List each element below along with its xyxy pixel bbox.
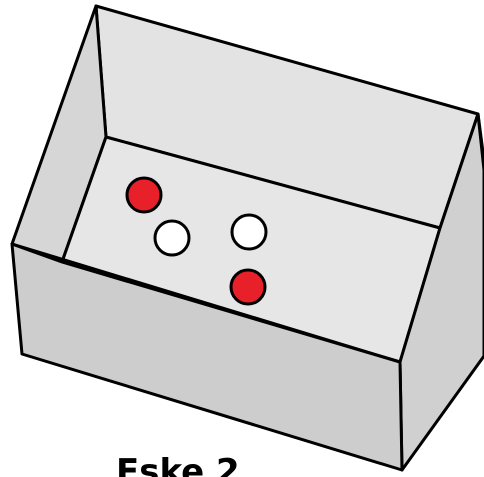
red-ball — [231, 270, 265, 304]
white-ball — [155, 221, 189, 255]
box-caption: Eske 2 — [116, 452, 240, 477]
white-ball — [232, 215, 266, 249]
red-ball — [127, 178, 161, 212]
